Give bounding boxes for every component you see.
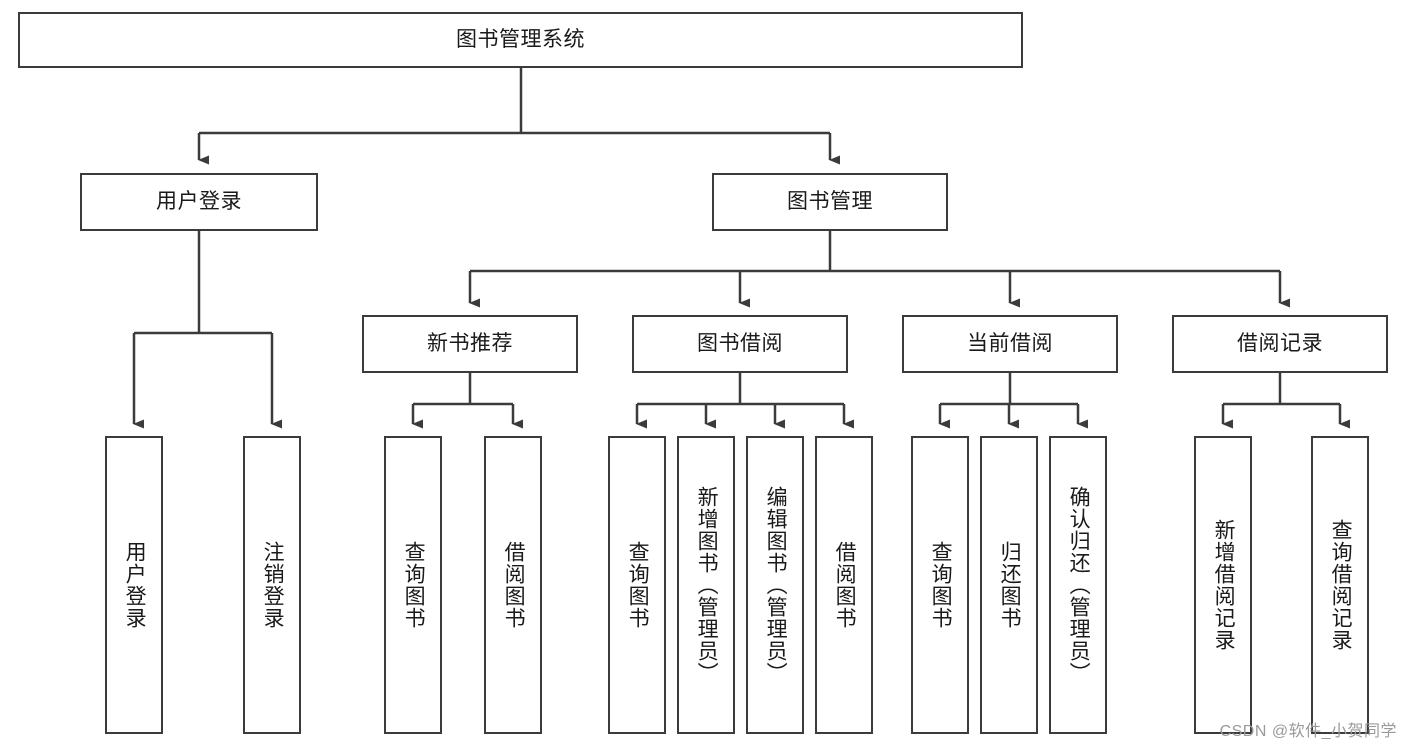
node-leaf-query-book-current[interactable]: 查询图书 [911, 436, 969, 734]
node-leaf-user-logout[interactable]: 注销登录 [243, 436, 301, 734]
node-leaf-confirm-return[interactable]: 确认归还（管理员） [1049, 436, 1107, 734]
node-leaf-query-book-rec[interactable]: 查询图书 [384, 436, 442, 734]
watermark-label: CSDN @软件_小贺同学 [1219, 723, 1397, 740]
node-user-login[interactable]: 用户登录 [80, 173, 318, 231]
node-label: 用户登录 [123, 541, 147, 629]
node-leaf-add-record[interactable]: 新增借阅记录 [1194, 436, 1252, 734]
node-root[interactable]: 图书管理系统 [18, 12, 1023, 68]
node-label: 查询借阅记录 [1329, 519, 1353, 651]
node-label: 编辑图书（管理员） [764, 486, 788, 684]
node-leaf-edit-book[interactable]: 编辑图书（管理员） [746, 436, 804, 734]
node-leaf-query-book-borrow[interactable]: 查询图书 [608, 436, 666, 734]
edge-user-login-bus [132, 231, 282, 429]
node-label: 注销登录 [261, 541, 285, 629]
node-leaf-borrow-book-rec[interactable]: 借阅图书 [484, 436, 542, 734]
node-book-borrow[interactable]: 图书借阅 [632, 315, 848, 373]
node-leaf-add-book[interactable]: 新增图书（管理员） [677, 436, 735, 734]
node-new-book-recommend[interactable]: 新书推荐 [362, 315, 578, 373]
node-label: 查询图书 [402, 541, 426, 629]
node-label: 确认归还（管理员） [1067, 486, 1091, 684]
node-label: 新增借阅记录 [1212, 519, 1236, 651]
edge-new-book-recommend-bus [411, 373, 523, 429]
edge-book-management-bus [468, 231, 1290, 308]
node-label: 借阅图书 [502, 541, 526, 629]
node-leaf-return-book[interactable]: 归还图书 [980, 436, 1038, 734]
node-leaf-query-record[interactable]: 查询借阅记录 [1311, 436, 1369, 734]
node-label: 借阅图书 [833, 541, 857, 629]
edge-borrow-record-bus [1221, 373, 1350, 429]
node-borrow-record[interactable]: 借阅记录 [1172, 315, 1388, 373]
node-current-borrow[interactable]: 当前借阅 [902, 315, 1118, 373]
node-label: 新增图书（管理员） [695, 486, 719, 684]
edge-book-borrow-bus [635, 373, 854, 429]
node-label: 归还图书 [998, 541, 1022, 629]
node-label: 查询图书 [929, 541, 953, 629]
node-leaf-user-login[interactable]: 用户登录 [105, 436, 163, 734]
node-book-management[interactable]: 图书管理 [712, 173, 948, 231]
node-leaf-borrow-book[interactable]: 借阅图书 [815, 436, 873, 734]
edge-root-bus [197, 68, 840, 165]
node-label: 查询图书 [626, 541, 650, 629]
edge-current-borrow-bus [938, 373, 1088, 429]
